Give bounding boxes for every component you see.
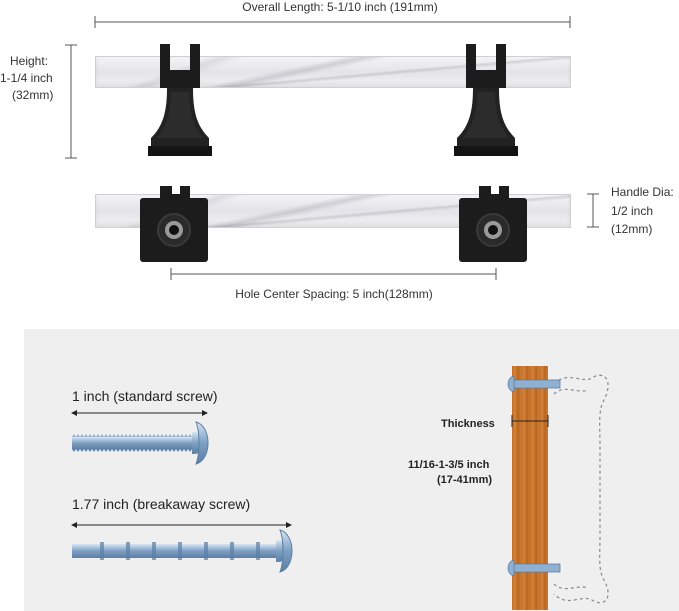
overall-length-label: Overall Length: 5-1/10 inch (191mm) (242, 0, 438, 14)
hole-spacing-dimension-line (170, 268, 497, 280)
standard-screw-label: 1 inch (standard screw) (72, 388, 218, 404)
hole-spacing-label: Hole Center Spacing: 5 inch(128mm) (235, 287, 433, 301)
right-post-bottom-view (459, 186, 527, 262)
thickness-dimension-line (511, 415, 549, 427)
height-mm: (32mm) (12, 88, 54, 102)
handle-dia-dimension-line (587, 193, 599, 228)
handle-dia-mm: (12mm) (611, 222, 653, 236)
left-post-bottom-view (140, 186, 208, 262)
breakaway-screw-label: 1.77 inch (breakaway screw) (72, 496, 251, 512)
standard-screw-icon (72, 421, 209, 465)
handle-dia-title: Handle Dia: (611, 185, 674, 199)
thickness-range-inch: 11/16-1-3/5 inch (408, 459, 490, 471)
standard-screw-dimension-line (71, 410, 208, 416)
right-post-side-view (454, 44, 518, 156)
handle-outline-dashed (553, 374, 609, 604)
height-dimension-line (65, 44, 77, 159)
breakaway-screw-dimension-line (71, 522, 292, 528)
thickness-range-mm: (17-41mm) (437, 474, 493, 486)
thickness-label: Thickness (441, 418, 495, 430)
top-mounting-screw-icon (507, 375, 561, 393)
handle-dia-inch: 1/2 inch (611, 204, 654, 218)
left-post-side-view (148, 44, 212, 156)
bottom-mounting-screw-icon (507, 559, 561, 577)
height-title: Height: (10, 54, 49, 68)
screw-info-panel (24, 329, 679, 611)
breakaway-screw-icon (72, 529, 293, 573)
overall-length-dimension-line (94, 16, 571, 28)
height-inch: 1-1/4 inch (0, 71, 53, 85)
